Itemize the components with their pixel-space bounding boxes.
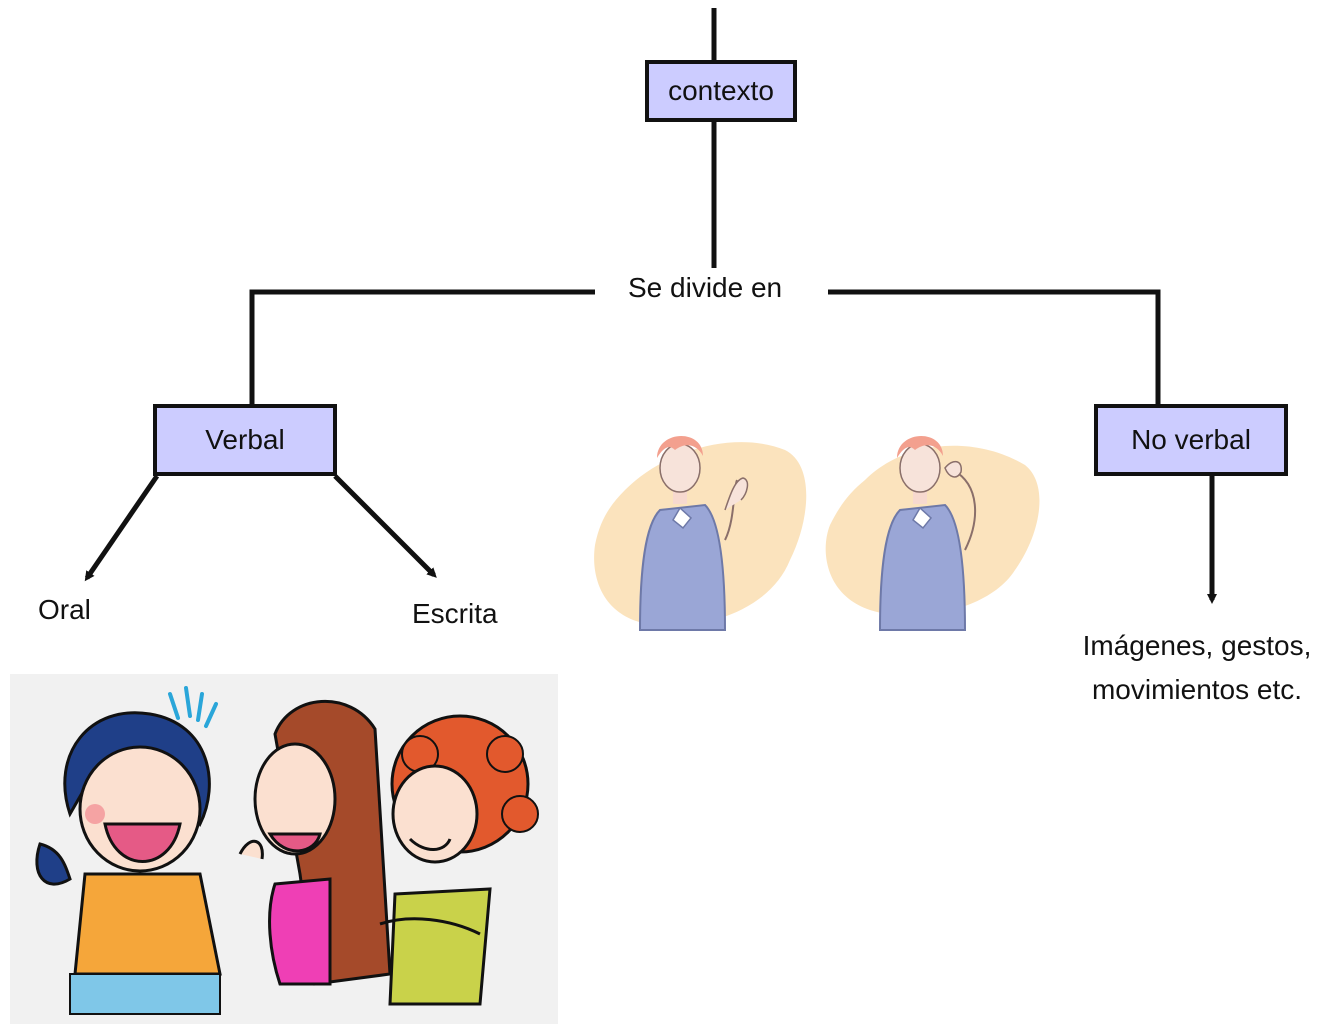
leaf-no-verbal-line1: Imágenes, gestos,	[1082, 630, 1312, 661]
node-root: contexto	[645, 60, 797, 122]
leaf-escrita: Escrita	[412, 598, 498, 629]
node-no-verbal: No verbal	[1094, 404, 1288, 476]
node-verbal: Verbal	[153, 404, 337, 476]
cartoon-woman-blue-hair	[35, 711, 222, 1015]
connector-right	[828, 289, 1161, 406]
gesture-figure-left	[594, 435, 807, 631]
exclamation-lines	[168, 686, 218, 728]
cartoon-woman-brown-hair	[238, 699, 392, 986]
node-verbal-label: Verbal	[205, 424, 285, 455]
gesture-figure-right	[825, 435, 1040, 631]
arrow-oral	[84, 474, 160, 582]
leaf-no-verbal-line2: movimientos etc.	[1091, 674, 1303, 705]
node-root-label: contexto	[668, 75, 774, 106]
leaf-no-verbal-description: Imágenes, gestos, movimientos etc.	[1062, 624, 1332, 712]
connector-label: Se divide en	[628, 272, 783, 303]
connector-left	[249, 289, 595, 406]
arrow-escrita	[333, 474, 437, 578]
conversation-illustration	[10, 674, 558, 1024]
leaf-oral: Oral	[38, 594, 91, 625]
node-no-verbal-label: No verbal	[1131, 424, 1251, 455]
cartoon-woman-red-hair	[379, 714, 539, 1006]
gesture-illustration	[594, 435, 1040, 631]
